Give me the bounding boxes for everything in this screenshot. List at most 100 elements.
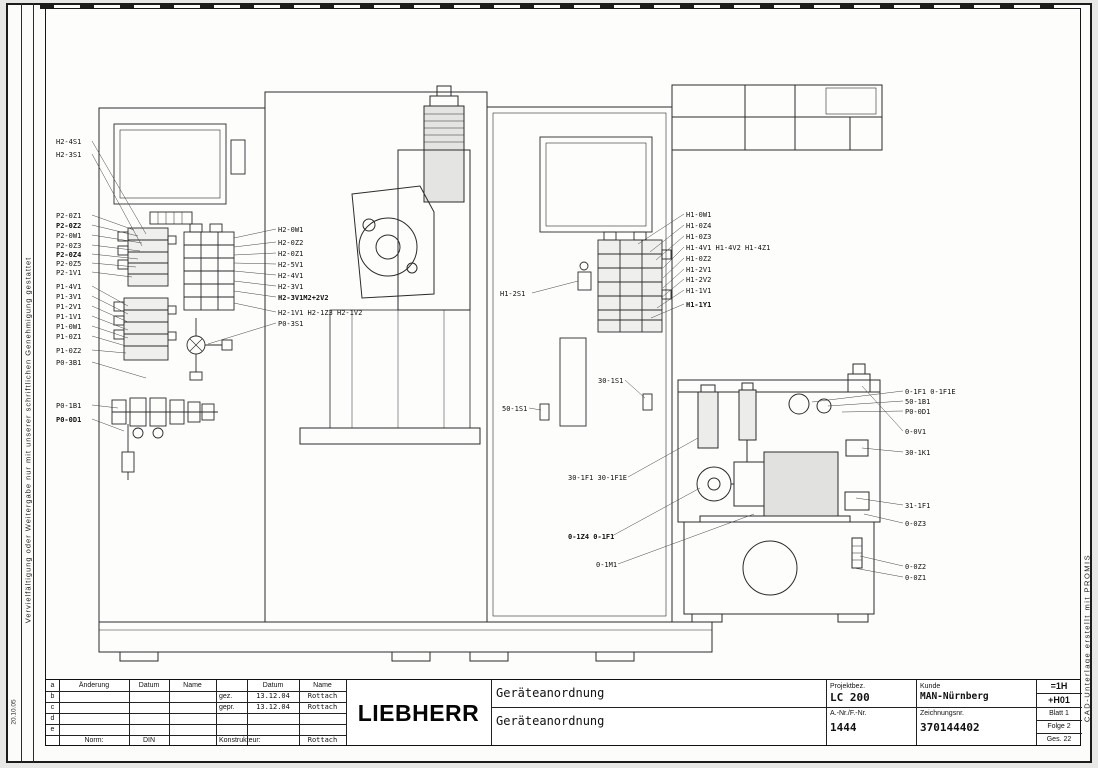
part-label: H2-1V1 H2-1Z3 H2-1V2 <box>278 309 362 317</box>
binding-margin-line <box>33 3 34 763</box>
part-label: P0-0D1 <box>56 416 81 424</box>
part-label: H2-4S1 <box>56 138 81 146</box>
titleblock-line <box>129 680 130 745</box>
right-cabinet <box>539 136 653 427</box>
titleblock-line <box>299 680 300 745</box>
part-label: H1-1Y1 <box>686 301 711 309</box>
location-ref: +H01 <box>1048 695 1070 705</box>
norm-value: DIN <box>142 737 156 744</box>
left-cabinet <box>113 123 246 225</box>
part-label: 31-1F1 <box>905 502 930 510</box>
machining-head <box>299 85 481 445</box>
rev-header-datum: Datum <box>138 682 160 689</box>
titleblock-line <box>1036 693 1082 694</box>
titleblock-line <box>46 724 346 725</box>
part-label: 50-1B1 <box>905 398 930 406</box>
binding-margin-line <box>21 3 22 763</box>
kunde-value: MAN-Nürnberg <box>920 691 989 702</box>
part-label: P0-0D1 <box>905 408 930 416</box>
titleblock-line <box>1036 720 1082 721</box>
zeichnungsnr-label: Zeichnungsnr. <box>920 710 964 717</box>
part-label: 0-1F1 0-1F1E <box>905 388 956 396</box>
part-label: 30-1F1 30-1F1E <box>568 474 627 482</box>
gepr-date: 13.12.04 <box>256 703 290 711</box>
part-label: P1-4V1 <box>56 283 81 291</box>
title-block: a b c d e Änderung Datum Name Norm: DIN … <box>45 679 1082 746</box>
titleblock-line <box>491 707 1036 708</box>
titleblock-line <box>46 735 346 736</box>
part-label: P1-3V1 <box>56 293 81 301</box>
part-label: H1-1V1 <box>686 287 711 295</box>
part-label: H1-2V2 <box>686 276 711 284</box>
rev-row-letter: c <box>50 704 55 711</box>
part-label: 0-1M1 <box>596 561 617 569</box>
titleblock-line <box>216 680 217 745</box>
part-label: 0-0V1 <box>905 428 926 436</box>
titleblock-line <box>169 680 170 745</box>
part-label: P1-0Z2 <box>56 347 81 355</box>
zeichnungsnr-value: 370144402 <box>920 721 980 734</box>
titleblock-line <box>1036 707 1082 708</box>
cad-origin-notice: CAD-Unterlage erstellt mit PROMIS <box>1082 553 1092 723</box>
blatt-ref: Blatt 1 <box>1049 710 1069 717</box>
titleblock-line <box>46 713 346 714</box>
sig-header-name: Name <box>313 682 332 689</box>
part-label: 0-0Z2 <box>905 563 926 571</box>
titleblock-line <box>46 702 346 703</box>
gez-label: gez. <box>219 693 233 700</box>
part-label: H2-3V1M2+2V2 <box>278 294 329 302</box>
part-label: 0-1Z4 0-1F1 <box>568 533 614 541</box>
part-label: 0-0Z3 <box>905 520 926 528</box>
part-labels: H2-4S1 H2-3S1 P2-0Z1 P2-0Z2 P2-0W1 P2-0Z… <box>56 138 956 582</box>
anr-value: 1444 <box>830 721 857 734</box>
part-label: H1-4V1 H1-4V2 H1-4Z1 <box>686 244 770 252</box>
part-label: H1-0W1 <box>686 211 711 219</box>
machine-outline <box>98 84 883 662</box>
anr-label: A.-Nr./F.-Nr. <box>830 710 867 717</box>
hydraulic-power-unit <box>677 363 881 623</box>
part-label: H2-3S1 <box>56 151 81 159</box>
part-label: H2-0Z1 <box>278 250 303 258</box>
part-label: P0-1B1 <box>56 402 81 410</box>
rev-row-letter: d <box>50 715 55 722</box>
part-label: P2-0Z1 <box>56 212 81 220</box>
part-label: P2-0Z4 <box>56 251 81 259</box>
titleblock-line <box>826 680 827 745</box>
part-label: H1-0Z3 <box>686 233 711 241</box>
part-label: 50-1S1 <box>502 405 527 413</box>
titleblock-line <box>491 680 492 745</box>
plant-ref: =1H <box>1050 681 1068 691</box>
date-stamp: 20.10.05 <box>10 699 18 725</box>
titleblock-line <box>1036 733 1082 734</box>
leader-lines <box>91 140 904 578</box>
part-label: P1-0Z1 <box>56 333 81 341</box>
konstrukteur-label: Konstrukteur: <box>219 737 261 744</box>
drawing-title-2: Geräteanordnung <box>496 714 605 728</box>
part-label: H2-0Z2 <box>278 239 303 247</box>
part-label: P2-0Z3 <box>56 242 81 250</box>
part-label: 0-0Z1 <box>905 574 926 582</box>
folge-ref: Folge 2 <box>1047 723 1071 730</box>
part-label: H2-0W1 <box>278 226 303 234</box>
projekt-value: LC 200 <box>830 691 870 704</box>
titleblock-line <box>916 680 917 745</box>
rev-header-aenderung: Änderung <box>78 682 110 689</box>
part-label: P0-3S1 <box>278 320 303 328</box>
part-label: 30-1K1 <box>905 449 930 457</box>
h1-valve-stack <box>597 231 672 333</box>
sig-header-datum: Datum <box>262 682 284 689</box>
part-label: P0-3B1 <box>56 359 81 367</box>
titleblock-line <box>1036 680 1037 745</box>
part-label: P2-0Z2 <box>56 222 81 230</box>
titleblock-line <box>59 680 60 745</box>
kunde-label: Kunde <box>920 683 941 690</box>
titleblock-line <box>247 680 248 745</box>
norm-label: Norm: <box>84 737 104 744</box>
titleblock-line <box>346 680 347 745</box>
ges-ref: Ges. 22 <box>1046 736 1072 743</box>
part-label: H2-5V1 <box>278 261 303 269</box>
part-label: P2-0W1 <box>56 232 81 240</box>
drawing-frame <box>45 8 1081 746</box>
part-label: 30-1S1 <box>598 377 623 385</box>
